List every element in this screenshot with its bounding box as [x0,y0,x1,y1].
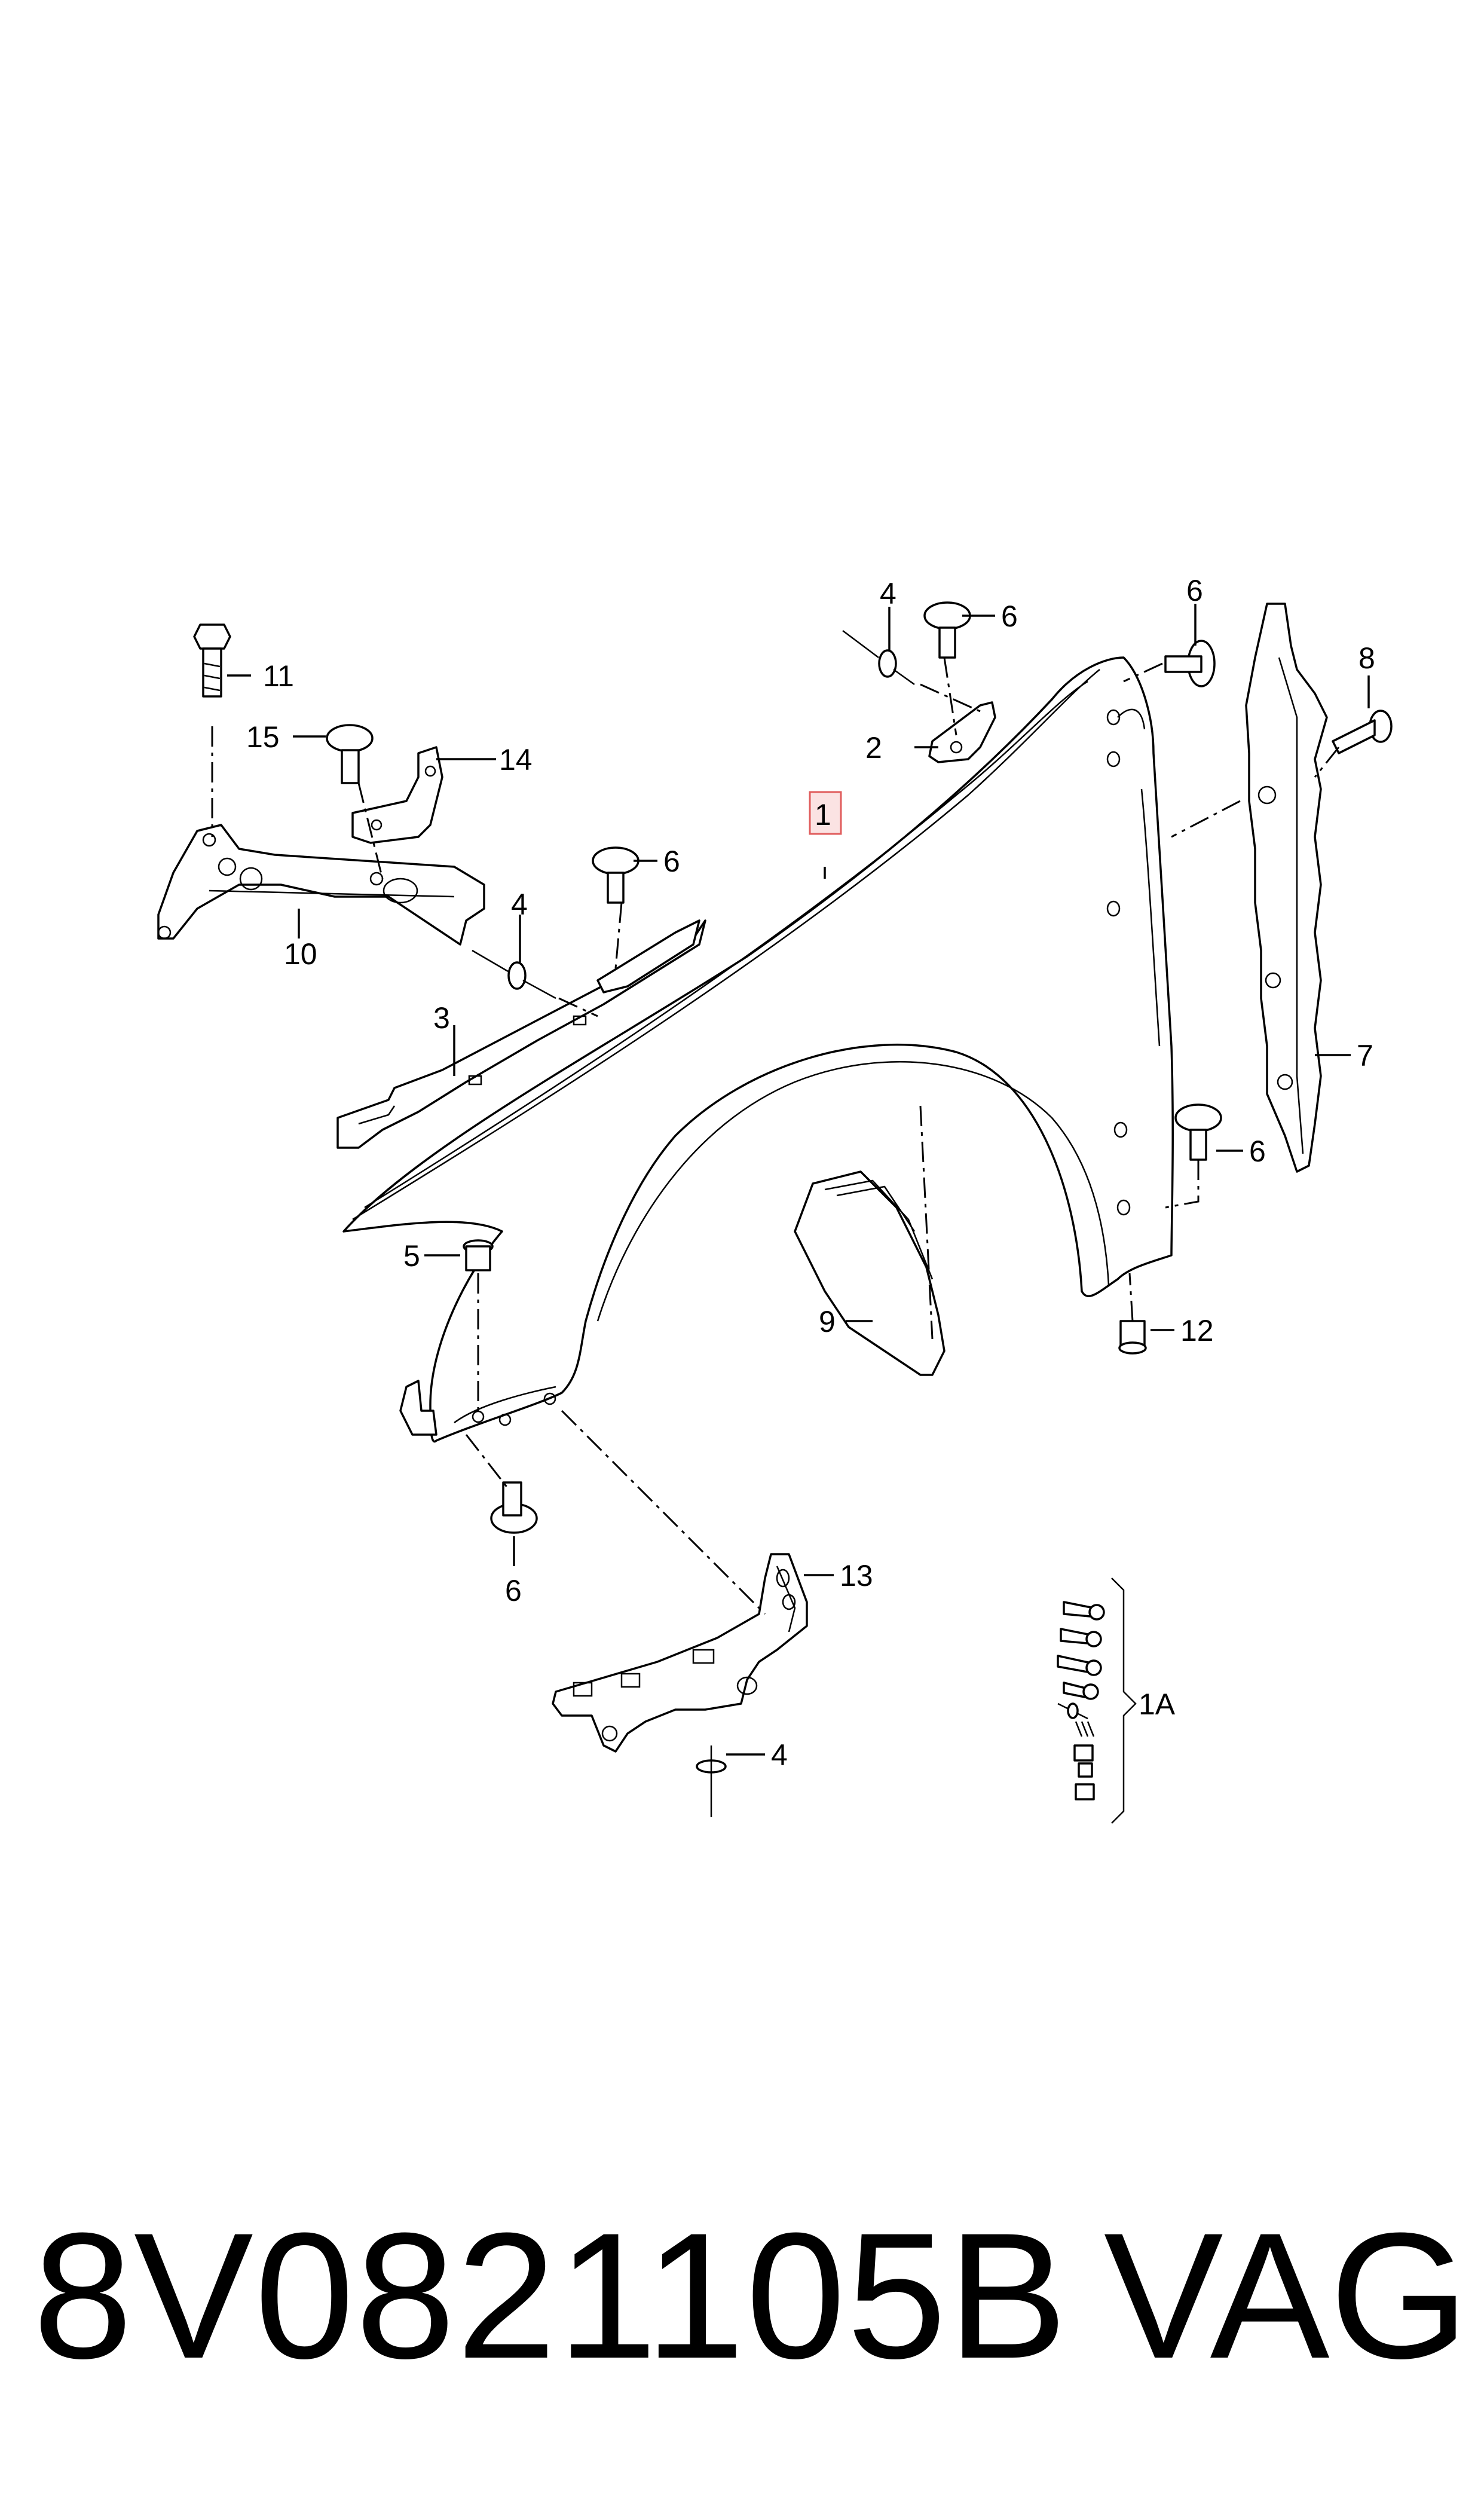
highlight-box-1 [809,791,842,835]
rivet-4-bottom [696,1745,727,1817]
callout-4-top: 4 [880,577,896,610]
callout-8: 8 [1358,641,1375,675]
callout-5: 5 [403,1239,420,1273]
callout-12: 12 [1180,1314,1214,1347]
fender-panel [342,656,1174,1443]
rivet-4-top [842,630,915,686]
callout-1a: 1A [1139,1688,1176,1721]
callout-6-right: 6 [1249,1135,1266,1168]
callout-6-mid: 6 [663,845,680,878]
callout-6-upper-right: 6 [1186,574,1203,607]
hardware-set-1a [1057,1578,1137,1824]
foam-insert-9 [794,1170,946,1376]
callout-13: 13 [840,1559,873,1592]
nut-5 [463,1239,494,1271]
callout-leaders [227,604,1370,1756]
nut-12 [1118,1320,1147,1355]
footer: 8V0821105B VAG [0,2188,1484,2403]
bolt-6-top [923,601,971,659]
callout-4-mid: 4 [511,888,528,921]
callout-2: 2 [865,731,882,765]
part-number: 8V0821105B [33,2195,1069,2396]
support-bracket-10 [157,824,485,946]
callout-9: 9 [819,1305,836,1338]
callout-6-lower: 6 [505,1574,522,1607]
bolt-6-right [1174,1103,1222,1161]
bracket-2 [928,701,996,763]
bolt-6-lower [490,1481,538,1534]
callout-10: 10 [284,937,317,971]
callout-1: 1 [815,798,831,831]
bolt-6-mid [592,846,640,904]
brand-label: VAG [1103,2195,1469,2396]
bracket-13 [552,1553,808,1753]
dashed-leaders [211,657,1340,1615]
callout-15: 15 [246,720,280,754]
bolt-15 [326,724,374,784]
callout-14: 14 [499,743,533,777]
callout-3: 3 [433,1001,450,1035]
callout-11: 11 [263,659,294,693]
bracket-14 [351,746,443,844]
callout-4-bottom: 4 [771,1738,788,1772]
callout-6-top: 6 [1001,600,1018,633]
screw-8 [1332,710,1393,754]
rivet-4-mid [472,949,556,999]
bolt-11 [193,623,231,698]
sealing-strip-7 [1245,603,1328,1173]
bolt-6-upper-right [1164,640,1216,687]
rail-bracket-3 [336,919,706,1149]
callout-7: 7 [1357,1039,1373,1072]
